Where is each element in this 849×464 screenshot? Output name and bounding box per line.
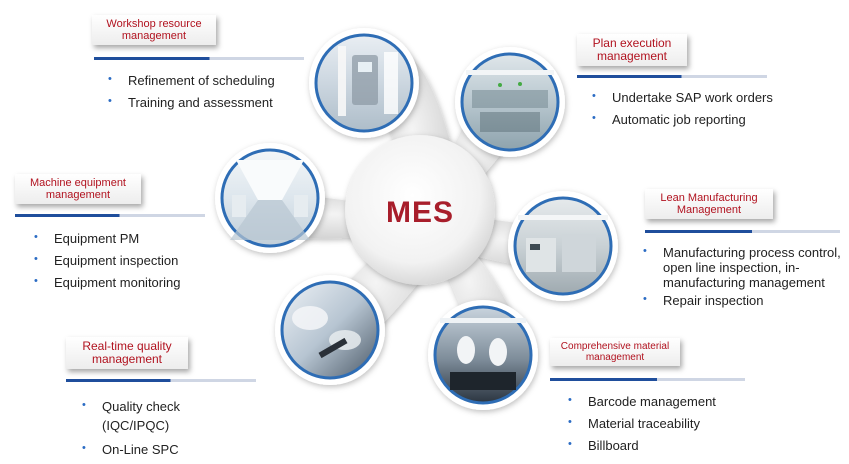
machine-equipment-list: Equipment PM Equipment inspection Equipm… <box>34 230 224 297</box>
center-label: MES <box>385 196 454 229</box>
quality-management-rule <box>66 379 256 382</box>
quality-management-list: Quality check (IQC/IPQC) On-Line SPC <box>82 396 202 464</box>
production-hall-photo <box>455 47 565 157</box>
center-disc <box>345 135 495 285</box>
quality-inspection-photo <box>275 275 385 385</box>
material-management-rule <box>550 378 745 381</box>
material-management-list: Barcode management Material traceability… <box>568 393 768 460</box>
workshop-resource-title: Workshop resource management <box>92 15 216 46</box>
plan-execution-title: Plan execution management <box>577 34 687 67</box>
machine-equipment-title: Machine equipment management <box>15 174 141 205</box>
quality-management-title: Real-time quality management <box>66 337 188 370</box>
list-item: Quality check (IQC/IPQC) <box>82 396 202 435</box>
list-item: Automatic job reporting <box>592 111 832 127</box>
list-item: Repair inspection <box>643 292 847 308</box>
plan-execution-list: Undertake SAP work orders Automatic job … <box>592 89 832 134</box>
material-management-title: Comprehensive material management <box>550 338 680 366</box>
list-item: Training and assessment <box>108 94 338 110</box>
material-workshop-photo <box>428 300 538 410</box>
list-item: Refinement of scheduling <box>108 72 338 88</box>
lean-manufacturing-rule <box>645 230 840 233</box>
list-item: Equipment monitoring <box>34 274 224 290</box>
smt-line-photo <box>508 191 618 301</box>
list-item: Billboard <box>568 437 768 453</box>
machine-equipment-rule <box>15 214 205 217</box>
list-item: Manufacturing process control, open line… <box>643 244 847 290</box>
list-item: Equipment inspection <box>34 252 224 268</box>
lean-manufacturing-title: Lean Manufacturing Management <box>645 189 773 220</box>
list-item: On-Line SPC <box>82 441 202 457</box>
list-item: Equipment PM <box>34 230 224 246</box>
lean-manufacturing-list: Manufacturing process control, open line… <box>643 244 847 309</box>
workshop-resource-rule <box>94 57 304 60</box>
list-item: Barcode management <box>568 393 768 409</box>
plan-execution-rule <box>577 75 767 78</box>
list-item: Material traceability <box>568 415 768 431</box>
list-item: Undertake SAP work orders <box>592 89 832 105</box>
cleanroom-corridor-photo <box>215 143 325 253</box>
workshop-resource-list: Refinement of scheduling Training and as… <box>108 72 338 117</box>
cleanroom-machine-photo <box>309 28 419 138</box>
